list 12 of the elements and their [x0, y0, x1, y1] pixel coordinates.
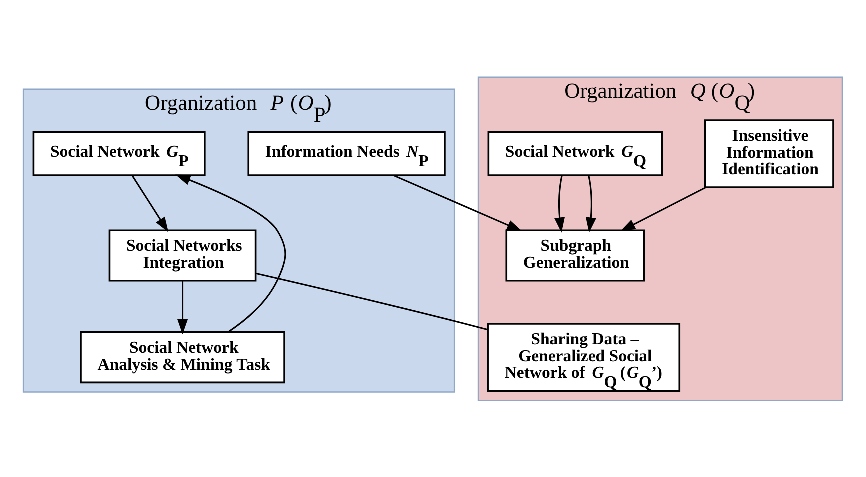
- connector: [256, 272, 488, 330]
- node-box: Social Network Analysis & Mining Task: [80, 331, 286, 384]
- arrow: [554, 175, 566, 232]
- arrow: [394, 174, 522, 231]
- arrow: [620, 186, 706, 232]
- arrow: [132, 174, 169, 232]
- arrow: [586, 175, 596, 232]
- arrow: [176, 174, 286, 332]
- arrow: [177, 280, 188, 334]
- node-box: Subgraph Generalization: [506, 229, 646, 282]
- node-box: Insensitive Information Identification: [704, 119, 834, 188]
- node-box: Social Networks Integration: [108, 229, 257, 282]
